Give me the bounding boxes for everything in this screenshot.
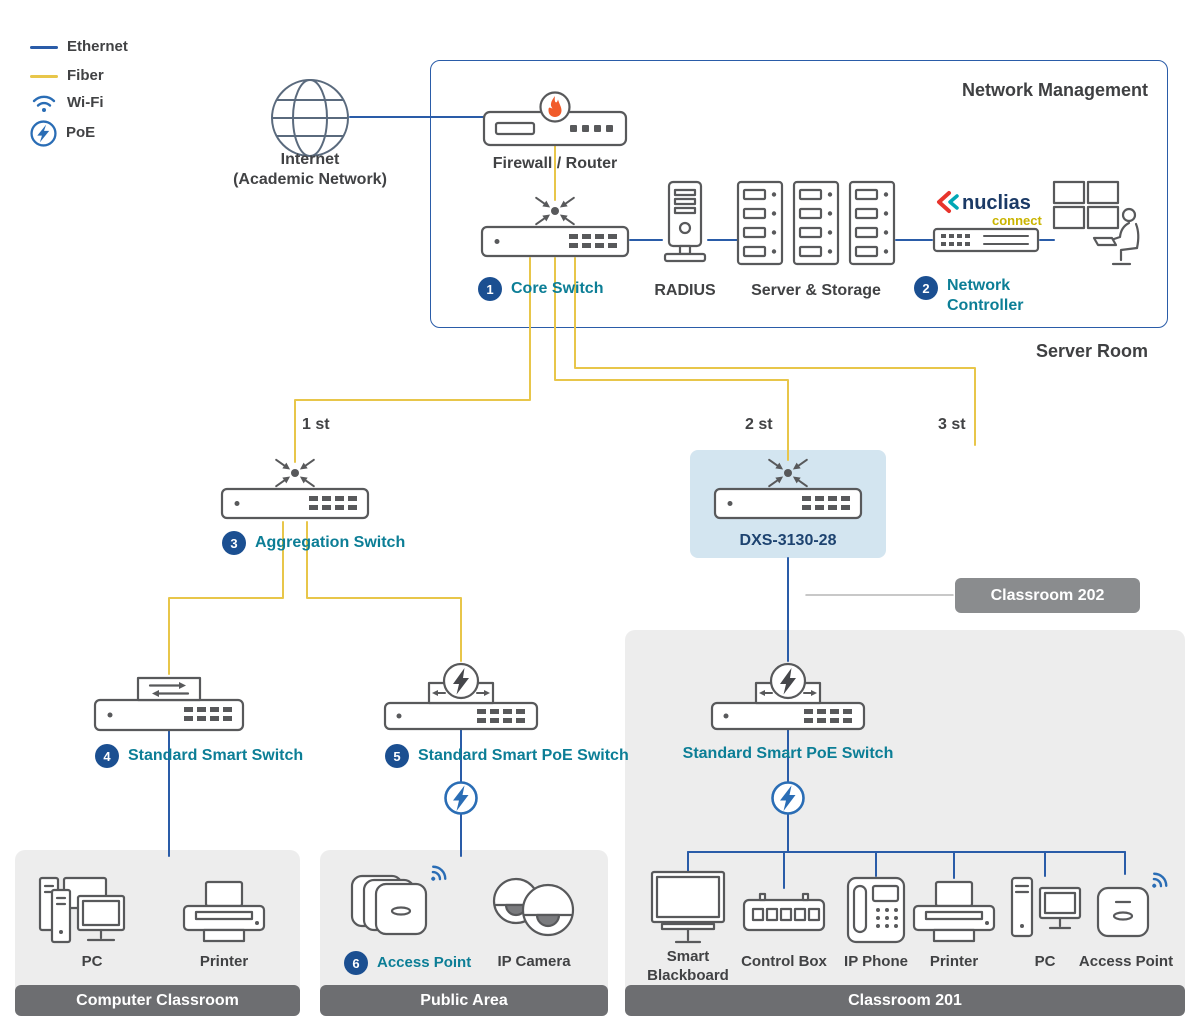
ip-camera-icon: [492, 877, 575, 937]
pc-201-label: PC: [1034, 953, 1056, 970]
badge-2: 2: [914, 276, 938, 300]
poe-connector-icon: [444, 781, 478, 815]
printer-201-label: Printer: [929, 953, 979, 970]
legend-wifi: Wi-Fi: [30, 92, 104, 114]
legend-wifi-label: Wi-Fi: [67, 93, 104, 111]
legend-ethernet-label: Ethernet: [67, 38, 128, 55]
access-point-icon: [1096, 872, 1168, 938]
poe-switch-classroom-label: Standard Smart PoE Switch: [682, 745, 894, 762]
pc-icon: [1010, 876, 1082, 938]
ip-phone-label: IP Phone: [844, 953, 908, 970]
network-management-title: Network Management: [961, 80, 1148, 100]
floor-2-label: 2 st: [745, 416, 773, 433]
smart-blackboard-label: Smart Blackboard: [647, 948, 729, 984]
public-area-bar: Public Area: [320, 985, 608, 1016]
printer-icon: [912, 880, 996, 943]
network-controller-label: 2 Network Controller: [914, 276, 1052, 316]
dxs-3130-28-label: DXS-3130-28: [739, 532, 837, 549]
poe-switch-classroom-icon: [710, 662, 866, 731]
poe-switch-public-label: 5 Standard Smart PoE Switch: [385, 744, 629, 768]
legend-fiber: Fiber: [30, 67, 104, 86]
server-room-caption: Server Room: [1035, 341, 1148, 361]
legend-poe-label: PoE: [66, 124, 96, 142]
classroom-201-area: [625, 630, 1185, 1016]
dxs-3130-28-icon: [713, 458, 863, 520]
poe-bolt-icon: [780, 668, 796, 695]
floor-3-label: 3 st: [938, 416, 966, 433]
wifi-icon: [431, 865, 447, 881]
classroom-202-tag: Classroom 202: [955, 578, 1140, 613]
access-point-201-label: Access Point: [1078, 953, 1174, 970]
printer-icon: [182, 880, 266, 943]
flame-icon: [548, 96, 562, 117]
ethernet-line-swatch: [30, 45, 58, 49]
wifi-icon: [32, 95, 56, 112]
standard-smart-switch-label: 4 Standard Smart Switch: [95, 744, 303, 768]
computer-classroom-bar: Computer Classroom: [15, 985, 300, 1016]
radius-server-icon: [663, 180, 707, 263]
nuclias-sub-text: connect: [992, 213, 1042, 228]
pc-group-icon: [38, 876, 126, 944]
ip-camera-label: IP Camera: [497, 953, 571, 970]
internet-label-line1: Internet: [280, 151, 340, 168]
control-box-icon: [742, 892, 826, 932]
printer-label: Printer: [199, 953, 249, 970]
poe-bolt-icon: [453, 668, 469, 695]
poe-icon: [30, 120, 57, 147]
smart-blackboard-icon: [650, 870, 726, 944]
firewall-label: Firewall / Router: [492, 155, 618, 172]
core-switch-label: 1 Core Switch: [478, 277, 603, 301]
pc-label: PC: [81, 953, 103, 970]
ip-phone-icon: [846, 876, 906, 944]
access-point-label-row: 6 Access Point: [344, 951, 471, 975]
badge-5: 5: [385, 744, 409, 768]
classroom-201-bar: Classroom 201: [625, 985, 1185, 1016]
aggregation-switch-label: 3 Aggregation Switch: [222, 531, 405, 555]
badge-6: 6: [344, 951, 368, 975]
internet-label: Internet (Academic Network): [200, 150, 420, 190]
aggregation-switch-icon: [220, 458, 370, 520]
nuclias-logo: nuclias connect: [937, 191, 1042, 228]
badge-1: 1: [478, 277, 502, 301]
floor-1-label: 1 st: [302, 416, 330, 433]
legend-poe: PoE: [30, 120, 95, 147]
internet-label-line2: (Academic Network): [233, 171, 387, 188]
network-controller-icon: [932, 227, 1040, 253]
access-point-stack-icon: [350, 865, 447, 936]
standard-smart-switch-icon: [93, 676, 245, 732]
wifi-icon: [1152, 872, 1168, 888]
poe-connector-icon: [771, 781, 805, 815]
legend-fiber-label: Fiber: [67, 67, 104, 84]
server-storage-label: Server & Storage: [751, 282, 881, 299]
badge-4: 4: [95, 744, 119, 768]
firewall-router-icon: [482, 91, 628, 147]
server-storage-icon: [736, 180, 896, 266]
poe-switch-public-icon: [383, 662, 539, 731]
badge-3: 3: [222, 531, 246, 555]
admin-workstation-icon: [1052, 180, 1140, 266]
legend-ethernet: Ethernet: [30, 38, 128, 57]
fiber-line-swatch: [30, 74, 58, 78]
internet-globe-icon: [271, 79, 349, 157]
control-box-label: Control Box: [741, 953, 827, 970]
nuclias-brand-text: nuclias: [962, 192, 1031, 214]
core-switch-icon: [480, 196, 630, 258]
